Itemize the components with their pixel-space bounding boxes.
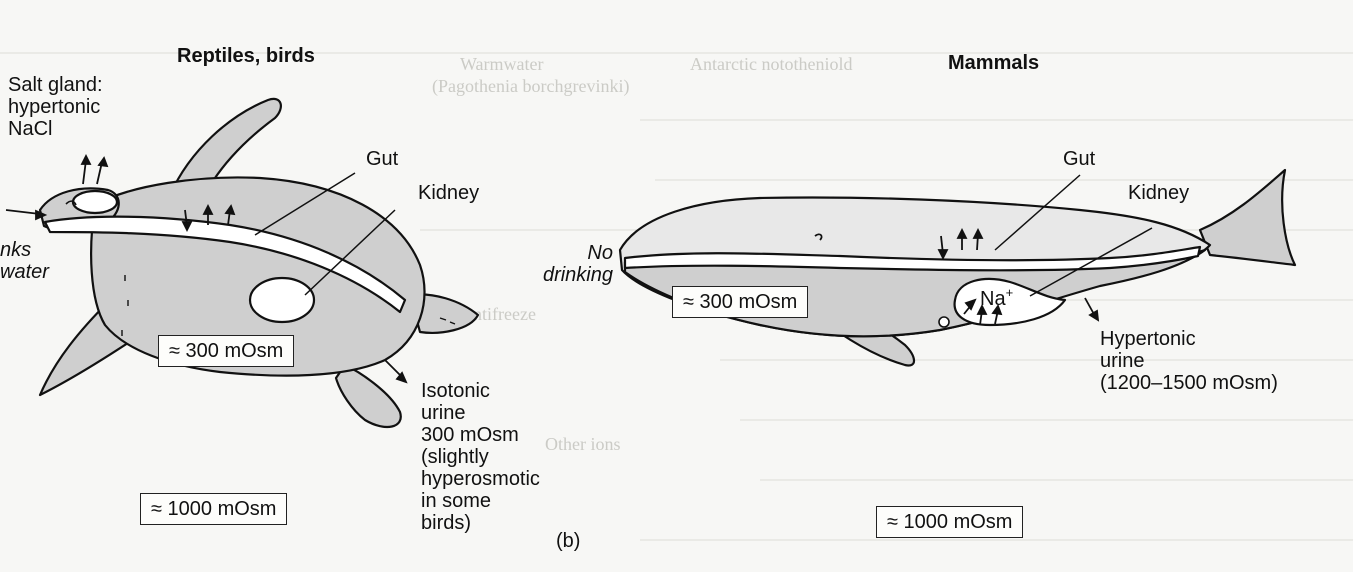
bleed-text-3: (Pagothenia borchgrevinki) — [432, 76, 629, 97]
mammal-urine-line-1: Hypertonic — [1100, 328, 1278, 350]
salt-gland-label: Salt gland: hypertonic NaCl — [8, 74, 103, 140]
urine-line-7: birds) — [421, 512, 540, 534]
drinks-water-line-2: water — [0, 261, 49, 283]
urine-line-3: 300 mOsm — [421, 424, 540, 446]
turtle-illustration — [40, 99, 478, 427]
salt-gland-line-1: Salt gland: — [8, 74, 103, 96]
kidney-ion-symbol: Na — [980, 288, 1006, 310]
drinks-water-label: nks water — [0, 239, 49, 283]
mammal-body-fluid-osmolarity: ≈ 300 mOsm — [672, 286, 808, 318]
reptile-body-fluid-osmolarity: ≈ 300 mOsm — [158, 335, 294, 367]
urine-line-1: Isotonic — [421, 380, 540, 402]
salt-gland — [73, 191, 117, 213]
mammal-environment-osmolarity: ≈ 1000 mOsm — [876, 506, 1023, 538]
mammal-urine-label: Hypertonic urine (1200–1500 mOsm) — [1100, 328, 1278, 394]
urine-line-2: urine — [421, 402, 540, 424]
reptile-environment-osmolarity: ≈ 1000 mOsm — [140, 493, 287, 525]
mammal-panel-title: Mammals — [948, 52, 1039, 74]
no-drinking-label: No drinking — [535, 242, 613, 286]
whale-tail — [1200, 170, 1295, 265]
reptile-urine-label: Isotonic urine 300 mOsm (slightly hypero… — [421, 380, 540, 534]
mammal-kidney-label: Kidney — [1128, 182, 1189, 204]
salt-gland-line-3: NaCl — [8, 118, 103, 140]
whale-kidney-pore — [939, 317, 949, 327]
bleed-text-2: Antarctic nototheniold — [690, 54, 852, 74]
turtle-rear-flipper — [336, 365, 401, 427]
urine-line-4: (slightly — [421, 446, 540, 468]
reptile-gut-label: Gut — [366, 148, 398, 170]
urine-line-6: in some — [421, 490, 540, 512]
reptile-kidney-label: Kidney — [418, 182, 479, 204]
no-drinking-line-1: No — [535, 242, 613, 264]
bleed-text-4: Other ions — [545, 434, 621, 454]
no-drinking-line-2: drinking — [535, 264, 613, 286]
reptile-panel-title: Reptiles, birds — [177, 45, 315, 67]
bleed-text-1: Warmwater — [460, 54, 544, 74]
salt-gland-line-2: hypertonic — [8, 96, 103, 118]
mammal-urine-line-3: (1200–1500 mOsm) — [1100, 372, 1278, 394]
drinks-water-line-1: nks — [0, 239, 49, 261]
mammal-gut-label: Gut — [1063, 148, 1095, 170]
turtle-kidney — [250, 278, 314, 322]
panel-letter: (b) — [556, 530, 580, 552]
kidney-ion-charge: + — [1006, 285, 1014, 300]
mammal-urine-line-2: urine — [1100, 350, 1278, 372]
urine-line-5: hyperosmotic — [421, 468, 540, 490]
